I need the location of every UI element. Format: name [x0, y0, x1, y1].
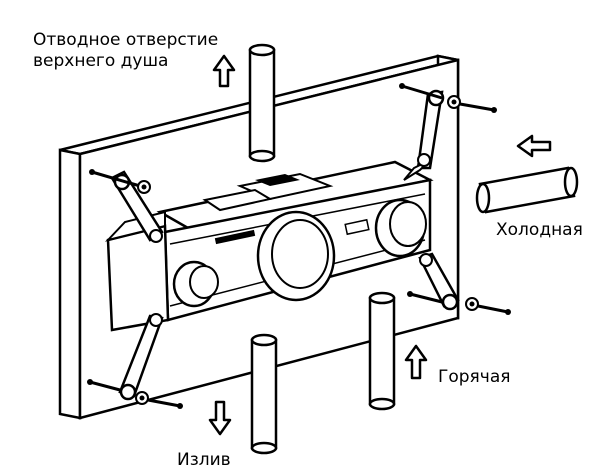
screw-bottom-left	[87, 379, 183, 409]
label-top-shower-line1: Отводное отверстие	[33, 30, 219, 50]
label-cold: Холодная	[496, 220, 583, 240]
screw-top-right-2	[447, 95, 497, 113]
top-shower-pipe	[248, 43, 276, 163]
spout-pipe	[250, 333, 278, 455]
cold-water-pipe	[475, 166, 579, 214]
screw-top-right-1	[399, 83, 443, 100]
arrow-left-icon	[516, 134, 552, 158]
screw-bottom-right	[407, 291, 511, 315]
arrow-up-hot-icon	[404, 344, 428, 380]
central-cartridge	[256, 210, 336, 302]
arrow-up-icon	[212, 54, 236, 88]
right-valve-stub	[374, 198, 427, 258]
label-hot: Горячая	[438, 367, 511, 387]
arrow-down-icon	[208, 400, 232, 436]
screw-top-left	[89, 169, 151, 194]
label-spout: Излив	[177, 450, 231, 470]
label-top-shower-outlet: Отводное отверстие верхнего душа	[33, 30, 218, 72]
hot-water-pipe	[368, 291, 396, 411]
bracket-bottom-left	[118, 313, 164, 401]
left-valve-stub	[172, 260, 219, 308]
label-top-shower-line2: верхнего душа	[33, 51, 169, 71]
bracket-bottom-right	[418, 252, 460, 311]
bracket-top-right	[403, 89, 445, 181]
